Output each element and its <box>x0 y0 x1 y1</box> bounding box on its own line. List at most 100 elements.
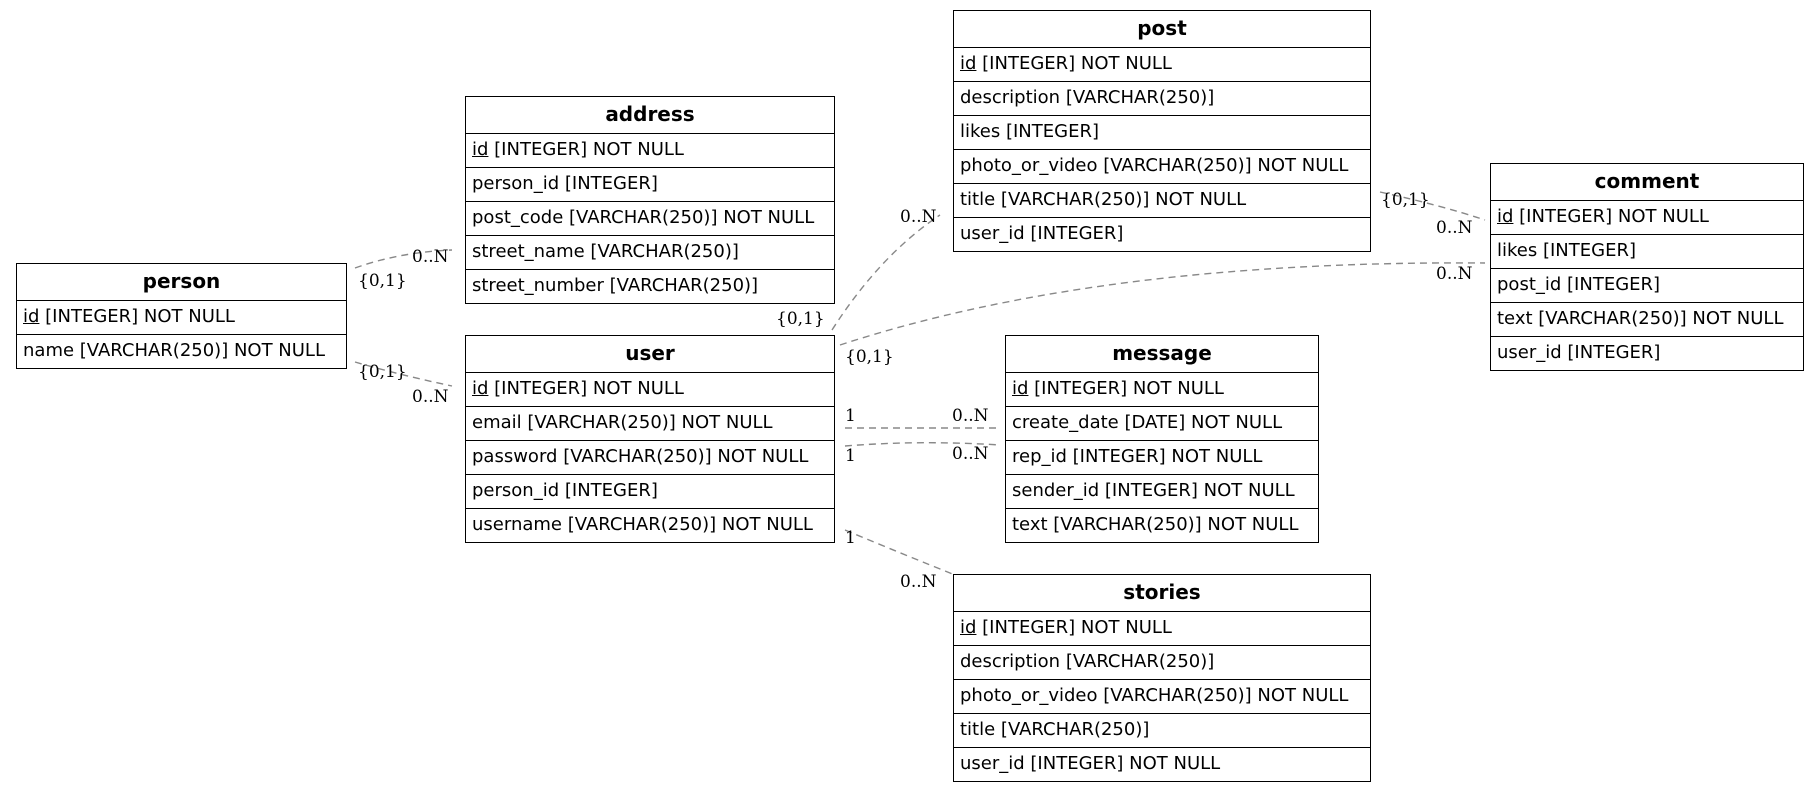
column-row: photo_or_video [VARCHAR(250)] NOT NULL <box>954 150 1370 184</box>
column-name: likes <box>1497 240 1538 261</box>
column-type: [VARCHAR(250)] <box>584 241 739 262</box>
edge-person-address <box>354 249 453 269</box>
entity-title: address <box>466 97 834 134</box>
column-name: street_number <box>472 275 604 296</box>
card-user-message-1-from: 1 <box>845 406 856 426</box>
card-user-stories-from: 1 <box>845 528 856 548</box>
entity-title: message <box>1006 336 1318 373</box>
entity-title: user <box>466 336 834 373</box>
entity-address[interactable]: address id [INTEGER] NOT NULL person_id … <box>465 96 835 304</box>
column-row: id [INTEGER] NOT NULL <box>466 134 834 168</box>
entity-user[interactable]: user id [INTEGER] NOT NULL email [VARCHA… <box>465 335 835 543</box>
column-row: username [VARCHAR(250)] NOT NULL <box>466 509 834 542</box>
entity-message[interactable]: message id [INTEGER] NOT NULL create_dat… <box>1005 335 1319 543</box>
column-row: user_id [INTEGER] NOT NULL <box>954 748 1370 781</box>
entity-title: stories <box>954 575 1370 612</box>
column-name: street_name <box>472 241 585 262</box>
column-row: name [VARCHAR(250)] NOT NULL <box>17 335 346 368</box>
column-name: email <box>472 412 522 433</box>
column-row: id [INTEGER] NOT NULL <box>954 612 1370 646</box>
column-type: [VARCHAR(250)] <box>1060 87 1215 108</box>
entity-stories[interactable]: stories id [INTEGER] NOT NULL descriptio… <box>953 574 1371 782</box>
column-type: [INTEGER] NOT NULL <box>1028 378 1224 399</box>
column-name: post_id <box>1497 274 1562 295</box>
card-person-user-from: {0,1} <box>358 362 407 382</box>
card-post-comment-to: 0..N <box>1436 218 1473 238</box>
pk-column-name: id <box>960 617 977 638</box>
column-row: street_name [VARCHAR(250)] <box>466 236 834 270</box>
pk-column-name: id <box>23 306 40 327</box>
column-row: email [VARCHAR(250)] NOT NULL <box>466 407 834 441</box>
column-row: user_id [INTEGER] <box>1491 337 1803 370</box>
pk-column-name: id <box>472 139 489 160</box>
column-name: title <box>960 719 996 740</box>
column-type: [VARCHAR(250)] NOT NULL <box>521 412 773 433</box>
column-row: description [VARCHAR(250)] <box>954 646 1370 680</box>
column-row: password [VARCHAR(250)] NOT NULL <box>466 441 834 475</box>
entity-person[interactable]: person id [INTEGER] NOT NULL name [VARCH… <box>16 263 347 369</box>
pk-column-name: id <box>1012 378 1029 399</box>
column-type: [INTEGER] NOT NULL <box>976 617 1172 638</box>
entity-title: post <box>954 11 1370 48</box>
column-type: [INTEGER] NOT NULL <box>1513 206 1709 227</box>
edge-user-post <box>831 214 941 331</box>
column-type: [VARCHAR(250)] NOT NULL <box>562 514 813 535</box>
column-type: [VARCHAR(250)] <box>603 275 759 296</box>
card-person-address-from: {0,1} <box>358 271 407 291</box>
column-row: id [INTEGER] NOT NULL <box>954 48 1370 82</box>
card-user-post-from: {0,1} <box>776 309 825 329</box>
column-row: post_id [INTEGER] <box>1491 269 1803 303</box>
pk-column-name: id <box>960 53 977 74</box>
column-row: id [INTEGER] NOT NULL <box>1006 373 1318 407</box>
column-name: post_code <box>472 207 564 228</box>
column-type: [INTEGER] <box>1537 240 1636 261</box>
column-type: [INTEGER] NOT NULL <box>488 139 684 160</box>
column-name: likes <box>960 121 1001 142</box>
column-type: [INTEGER] <box>1024 223 1124 244</box>
column-type: [VARCHAR(250)] NOT NULL <box>557 446 809 467</box>
column-type: [VARCHAR(250)] NOT NULL <box>74 340 325 361</box>
column-name: create_date <box>1012 412 1119 433</box>
card-person-address-to: 0..N <box>412 247 449 267</box>
column-row: description [VARCHAR(250)] <box>954 82 1370 116</box>
column-row: id [INTEGER] NOT NULL <box>17 301 346 335</box>
column-name: sender_id <box>1012 480 1100 501</box>
column-type: [INTEGER] <box>559 173 658 194</box>
column-type: [VARCHAR(250)] NOT NULL <box>1532 308 1784 329</box>
column-type: [DATE] NOT NULL <box>1118 412 1283 433</box>
column-type: [INTEGER] NOT NULL <box>1099 480 1295 501</box>
column-type: [INTEGER] NOT NULL <box>1024 753 1221 774</box>
edge-person-user <box>354 361 453 387</box>
card-person-user-to: 0..N <box>412 387 449 407</box>
column-name: user_id <box>960 753 1025 774</box>
column-name: description <box>960 87 1061 108</box>
column-type: [INTEGER] <box>1561 342 1661 363</box>
column-name: rep_id <box>1012 446 1067 467</box>
column-type: [INTEGER] NOT NULL <box>1066 446 1263 467</box>
column-row: create_date [DATE] NOT NULL <box>1006 407 1318 441</box>
column-type: [INTEGER] <box>1000 121 1099 142</box>
column-name: user_id <box>1497 342 1562 363</box>
column-type: [INTEGER] NOT NULL <box>39 306 235 327</box>
card-user-message-2-to: 0..N <box>952 444 989 464</box>
column-name: title <box>960 189 996 210</box>
column-row: rep_id [INTEGER] NOT NULL <box>1006 441 1318 475</box>
column-type: [INTEGER] NOT NULL <box>488 378 684 399</box>
entity-post[interactable]: post id [INTEGER] NOT NULL description [… <box>953 10 1371 252</box>
column-name: photo_or_video <box>960 685 1098 706</box>
column-name: username <box>472 514 562 535</box>
card-user-message-2-from: 1 <box>845 446 856 466</box>
column-type: [INTEGER] <box>559 480 658 501</box>
entity-comment[interactable]: comment id [INTEGER] NOT NULL likes [INT… <box>1490 163 1804 371</box>
column-row: text [VARCHAR(250)] NOT NULL <box>1491 303 1803 337</box>
edge-post-comment <box>1379 191 1486 221</box>
column-name: person_id <box>472 480 560 501</box>
card-user-comment-from: {0,1} <box>845 347 894 367</box>
pk-column-name: id <box>1497 206 1514 227</box>
column-name: password <box>472 446 558 467</box>
card-user-comment-to: 0..N <box>1436 264 1473 284</box>
column-row: id [INTEGER] NOT NULL <box>466 373 834 407</box>
column-name: name <box>23 340 75 361</box>
column-name: person_id <box>472 173 560 194</box>
